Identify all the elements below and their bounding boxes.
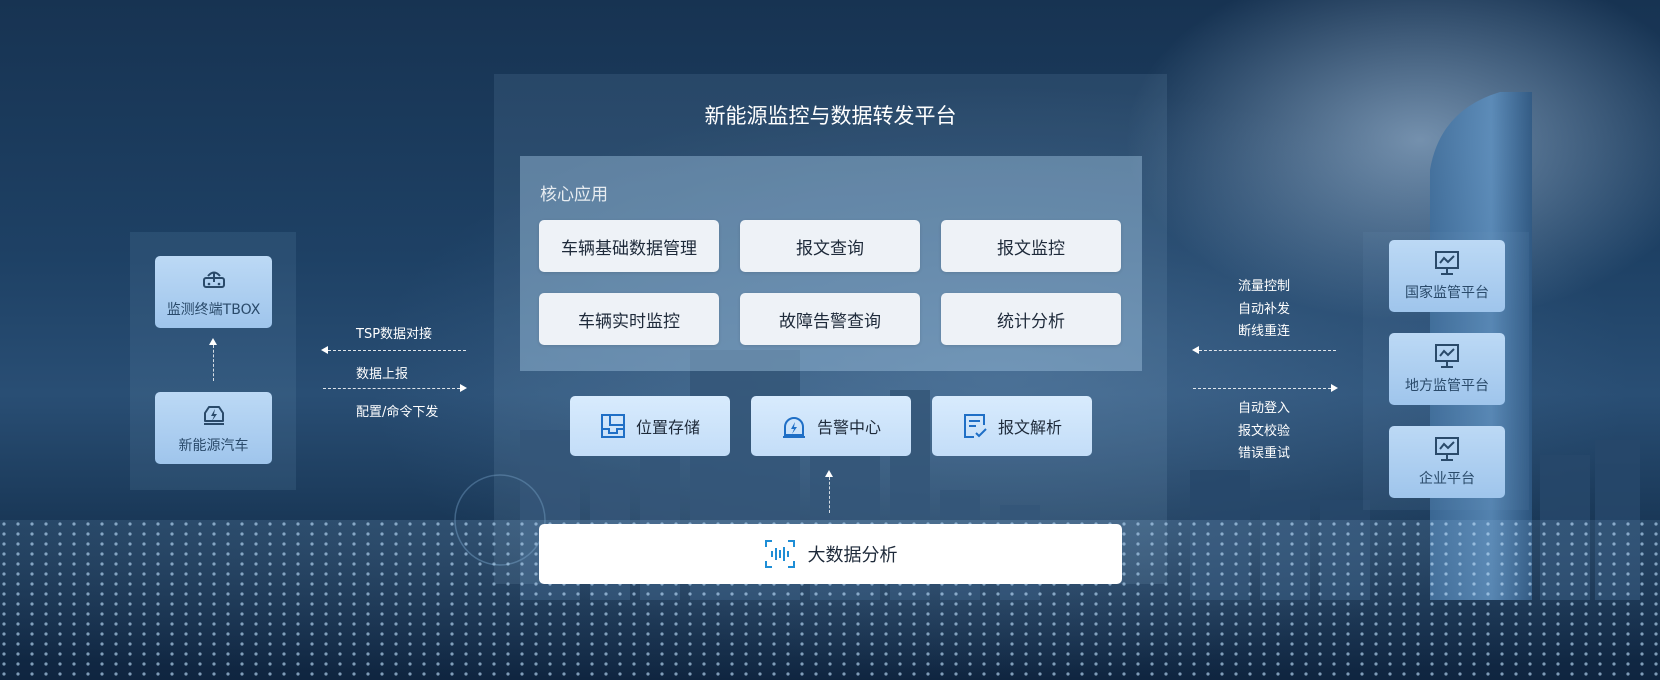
tbox-node[interactable]: 监测终端TBOX [155, 256, 272, 328]
feature-auto-resend: 自动补发 [1238, 301, 1291, 317]
right-arrow-head [1331, 384, 1338, 392]
up-arrow-head [209, 338, 217, 345]
core-app-fault-alarm[interactable]: 故障告警查询 [740, 293, 920, 345]
platform-node-label: 企业平台 [1419, 471, 1475, 487]
ev-car-icon [203, 406, 224, 425]
big-data-label: 大数据分析 [807, 545, 898, 566]
core-app-statistics[interactable]: 统计分析 [941, 293, 1121, 345]
ev-node[interactable]: 新能源汽车 [155, 392, 272, 464]
up-arrow-head [825, 470, 833, 477]
big-data-analysis[interactable]: 大数据分析 [539, 524, 1122, 584]
right-arrow-head [460, 384, 467, 392]
enterprise-platform-node[interactable]: 企业平台 [1389, 426, 1505, 498]
tsp-arrow [328, 350, 466, 351]
core-app-realtime-monitor[interactable]: 车辆实时监控 [539, 293, 719, 345]
document-check-icon [963, 414, 987, 438]
core-apps-label: 核心应用 [540, 185, 608, 205]
router-icon [202, 271, 225, 288]
link-label-upload: 数据上报 [356, 367, 409, 382]
features-top: 流量控制 自动补发 断线重连 [1238, 276, 1290, 344]
core-app-message-monitor[interactable]: 报文监控 [941, 220, 1121, 272]
platform-title: 新能源监控与数据转发平台 [704, 104, 957, 128]
ev-label: 新能源汽车 [178, 438, 249, 454]
service-label: 告警中心 [816, 418, 881, 437]
tbox-vehicle-link [213, 345, 214, 381]
left-arrow-head [321, 346, 328, 354]
link-label-command: 配置/命令下发 [356, 405, 439, 420]
monitor-icon [1435, 251, 1459, 275]
right-upper-arrow [1199, 350, 1336, 351]
features-bottom: 自动登入 报文校验 错误重试 [1238, 398, 1290, 466]
platform-node-label: 地方监管平台 [1405, 378, 1489, 394]
monitor-icon [1435, 437, 1459, 461]
right-lower-arrow [1193, 388, 1331, 389]
feature-flow-control: 流量控制 [1238, 279, 1291, 294]
data-wave-icon [764, 540, 795, 568]
monitor-icon [1435, 344, 1459, 368]
upload-arrow [323, 388, 460, 389]
core-app-vehicle-data[interactable]: 车辆基础数据管理 [539, 220, 719, 272]
platform-node-label: 国家监管平台 [1405, 285, 1489, 301]
feature-error-retry: 错误重试 [1238, 446, 1291, 461]
service-alarm-center[interactable]: 告警中心 [751, 396, 911, 456]
service-label: 位置存储 [635, 418, 700, 437]
national-platform-node[interactable]: 国家监管平台 [1389, 240, 1505, 312]
left-arrow-head [1192, 346, 1199, 354]
feature-auto-login: 自动登入 [1238, 401, 1291, 416]
alarm-icon [782, 417, 805, 438]
feature-reconnect: 断线重连 [1238, 324, 1291, 339]
core-app-message-query[interactable]: 报文查询 [740, 220, 920, 272]
service-message-parse[interactable]: 报文解析 [932, 396, 1092, 456]
local-platform-node[interactable]: 地方监管平台 [1389, 333, 1505, 405]
storage-icon [600, 414, 625, 438]
service-label: 报文解析 [997, 418, 1062, 437]
service-location-storage[interactable]: 位置存储 [570, 396, 730, 456]
bigdata-link [829, 477, 830, 513]
feature-message-verify: 报文校验 [1238, 423, 1291, 439]
link-label-tsp: TSP数据对接 [356, 327, 433, 342]
tbox-label: 监测终端TBOX [166, 302, 261, 318]
